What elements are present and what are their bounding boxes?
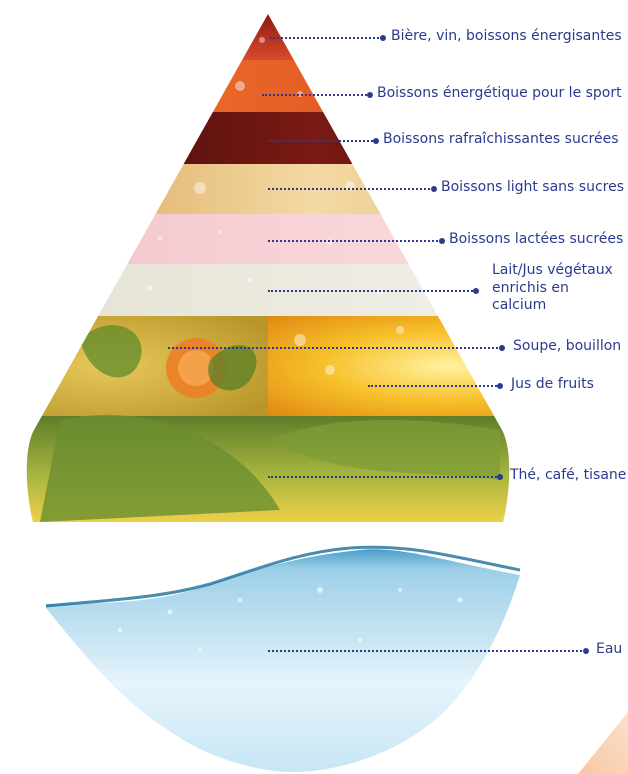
- leader-the: [268, 476, 500, 478]
- leader-light: [268, 188, 434, 190]
- leader-dot-rafraichissantes: [373, 138, 379, 144]
- layer-jus-band: [268, 316, 628, 416]
- leader-dot-the: [497, 474, 503, 480]
- leader-eau: [268, 650, 586, 652]
- leader-dot-sport: [367, 92, 373, 98]
- leader-rafraichissantes: [268, 140, 376, 142]
- leader-dot-lait: [473, 288, 479, 294]
- leader-dot-soupe: [499, 345, 505, 351]
- label-rafraichissantes: Boissons rafraîchissantes sucrées: [383, 131, 628, 149]
- label-eau: Eau: [596, 641, 628, 659]
- label-biere: Bière, vin, boissons énergisantes: [391, 28, 628, 46]
- layer-eau-band: [0, 540, 628, 774]
- label-jus: Jus de fruits: [511, 376, 628, 394]
- label-lactees: Boissons lactées sucrées: [449, 231, 628, 249]
- label-soupe: Soupe, bouillon: [513, 338, 628, 356]
- leader-jus: [368, 385, 500, 387]
- leader-dot-jus: [497, 383, 503, 389]
- leader-soupe: [168, 347, 502, 349]
- water-layer: [0, 540, 628, 774]
- label-the: Thé, café, tisane: [510, 467, 628, 485]
- leader-sport: [262, 94, 370, 96]
- leader-biere: [270, 37, 383, 39]
- corner-accent: [578, 712, 628, 774]
- label-sport: Boissons énergétique pour le sport: [377, 85, 628, 103]
- label-lait: Lait/Jus végétaux enrichis en calcium: [492, 262, 620, 315]
- leader-dot-biere: [380, 35, 386, 41]
- label-light: Boissons light sans sucres: [441, 179, 628, 197]
- leader-dot-eau: [583, 648, 589, 654]
- leader-dot-light: [431, 186, 437, 192]
- leader-dot-lactees: [439, 238, 445, 244]
- leader-lactees: [268, 240, 442, 242]
- leader-lait: [268, 290, 476, 292]
